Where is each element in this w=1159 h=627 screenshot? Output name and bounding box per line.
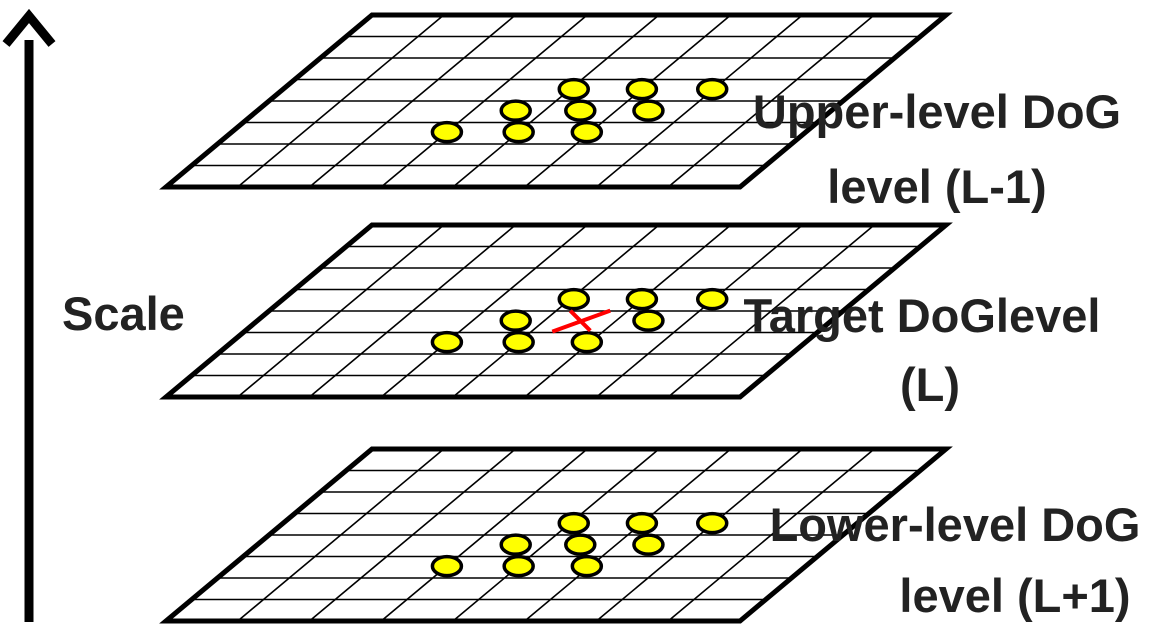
- lower-plane: [159, 446, 953, 624]
- target-grid-col-line: [452, 224, 660, 398]
- lower-plane-outline: [159, 446, 953, 624]
- upper-grid-col-line: [380, 14, 588, 188]
- target-neighbor-dot: [695, 287, 729, 311]
- target-plane-outline: [159, 222, 953, 400]
- upper-grid-col-line: [237, 14, 445, 188]
- lower-level-label-line-1: Lower-level DoG: [770, 498, 1141, 551]
- lower-grid-col-line: [308, 448, 517, 622]
- upper-grid-col-line: [667, 14, 875, 188]
- lower-grid-col-line: [595, 448, 804, 622]
- lower-neighbor-dot: [625, 511, 659, 535]
- target-neighbor-dot: [625, 287, 659, 311]
- upper-neighbor-dot: [430, 120, 464, 144]
- upper-plane: [159, 12, 953, 190]
- lower-neighbor-dot: [570, 554, 604, 578]
- upper-neighbor-dot: [695, 77, 729, 101]
- target-level-label-line-2: (L): [900, 358, 960, 411]
- target-grid-col-line: [308, 224, 517, 398]
- lower-grid-col-line: [524, 448, 732, 622]
- lower-neighbor-dot: [557, 511, 590, 535]
- lower-neighbor-dot: [430, 554, 464, 578]
- lower-grid-col-line: [667, 448, 875, 622]
- upper-neighbor-dot: [625, 77, 659, 101]
- target-grid-col-line: [380, 224, 588, 398]
- lower-neighbor-dot: [499, 533, 532, 556]
- upper-level-label-line-1: Upper-level DoG: [753, 85, 1121, 138]
- lower-level-label-line-2: level (L+1): [899, 569, 1130, 622]
- upper-grid-col-line: [452, 14, 660, 188]
- lower-grid-col-line: [380, 448, 588, 622]
- lower-neighbor-dot: [564, 533, 597, 556]
- target-grid-col-line: [237, 224, 445, 398]
- lower-grid-col-line: [237, 448, 445, 622]
- upper-neighbor-dot: [632, 99, 665, 122]
- target-neighbor-dot: [632, 309, 665, 332]
- lower-grid-col-line: [452, 448, 660, 622]
- upper-plane-outline: [159, 12, 953, 190]
- scale-arrow: [2, 8, 56, 622]
- lower-neighbor-dot: [632, 533, 665, 556]
- keypoint-x-marker-stroke: [568, 309, 592, 333]
- lower-neighbor-dot: [695, 511, 729, 535]
- upper-level-label-line-2: level (L-1): [827, 160, 1046, 213]
- upper-grid-col-line: [595, 14, 804, 188]
- target-neighbor-dot: [502, 330, 535, 354]
- upper-neighbor-dot: [570, 120, 604, 144]
- upper-neighbor-dot: [557, 77, 590, 101]
- upper-neighbor-dot: [499, 99, 532, 122]
- scale-label: Scale: [62, 287, 185, 340]
- target-neighbor-dot: [570, 330, 604, 354]
- target-grid-col-line: [524, 224, 732, 398]
- upper-grid-col-line: [308, 14, 517, 188]
- upper-grid-col-line: [524, 14, 732, 188]
- target-plane: [159, 222, 953, 400]
- target-neighbor-dot: [430, 330, 464, 354]
- lower-neighbor-dot: [502, 554, 535, 578]
- upper-neighbor-dot: [564, 99, 597, 122]
- target-level-label-line-1: Target DoGlevel: [744, 289, 1101, 342]
- target-neighbor-dot: [499, 309, 532, 332]
- target-grid-col-line: [595, 224, 804, 398]
- target-neighbor-dot: [557, 287, 590, 311]
- upper-neighbor-dot: [502, 120, 535, 144]
- target-grid-col-line: [667, 224, 875, 398]
